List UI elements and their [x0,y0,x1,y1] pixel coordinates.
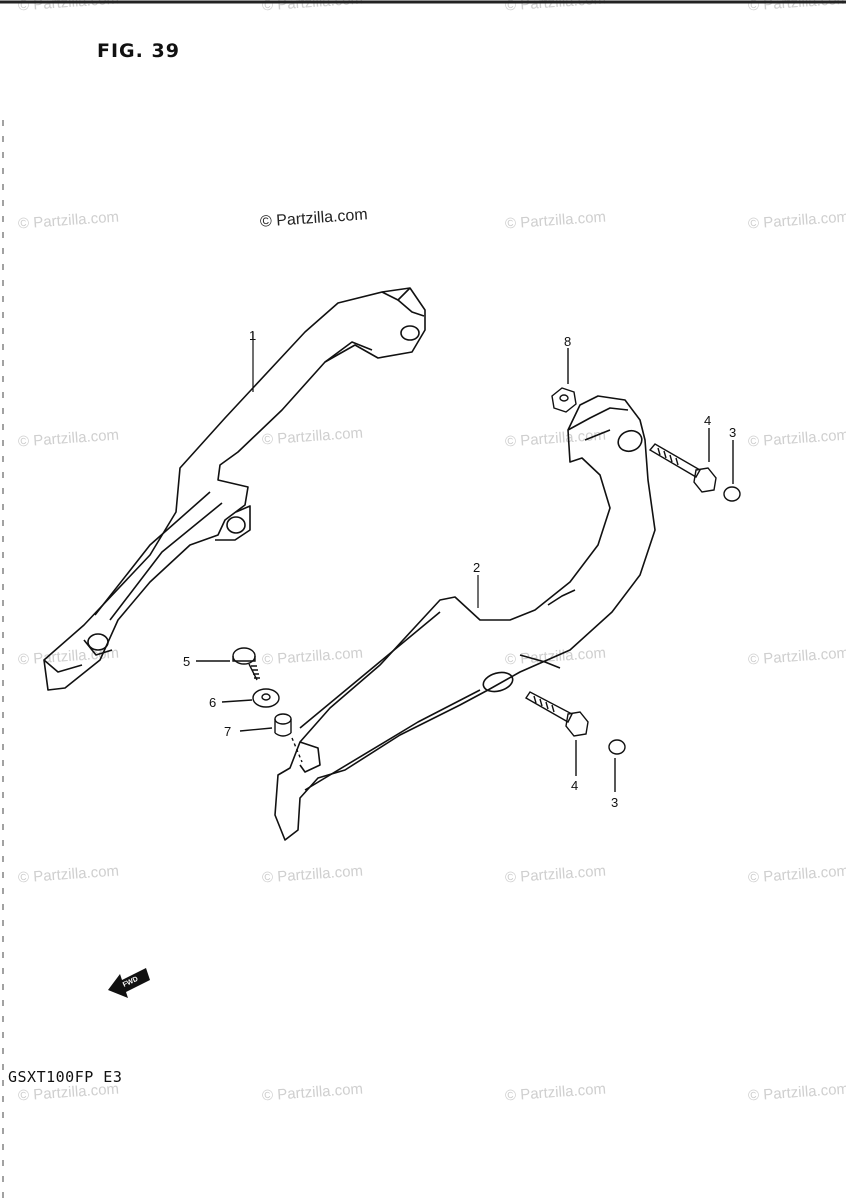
part-7-collar [239,713,303,763]
part-6-washer [221,688,280,708]
callout-6: 6 [209,695,216,710]
callout-7: 7 [224,724,231,739]
callout-5: 5 [183,654,190,669]
callout-1: 1 [249,328,256,343]
part-1-left-rail [43,287,426,691]
callout-2: 2 [473,560,480,575]
callout-4-upper: 4 [704,413,711,428]
callout-4-lower: 4 [571,778,578,793]
part-3-cap-lower [608,739,626,792]
model-code: GSXT100FP E3 [8,1068,123,1086]
figure-title: FIG. 39 [97,40,180,62]
callout-3-lower: 3 [611,795,618,810]
callout-8: 8 [564,334,571,349]
part-4-bolt-lower [525,691,589,776]
callout-3-upper: 3 [729,425,736,440]
part-3-cap-upper [723,440,741,502]
part-2-right-rail [274,395,656,841]
fwd-arrow-icon: FWD [108,968,150,998]
part-4-bolt-upper [648,428,717,493]
part-5-screw [196,647,260,681]
part-8-nut [551,348,577,413]
